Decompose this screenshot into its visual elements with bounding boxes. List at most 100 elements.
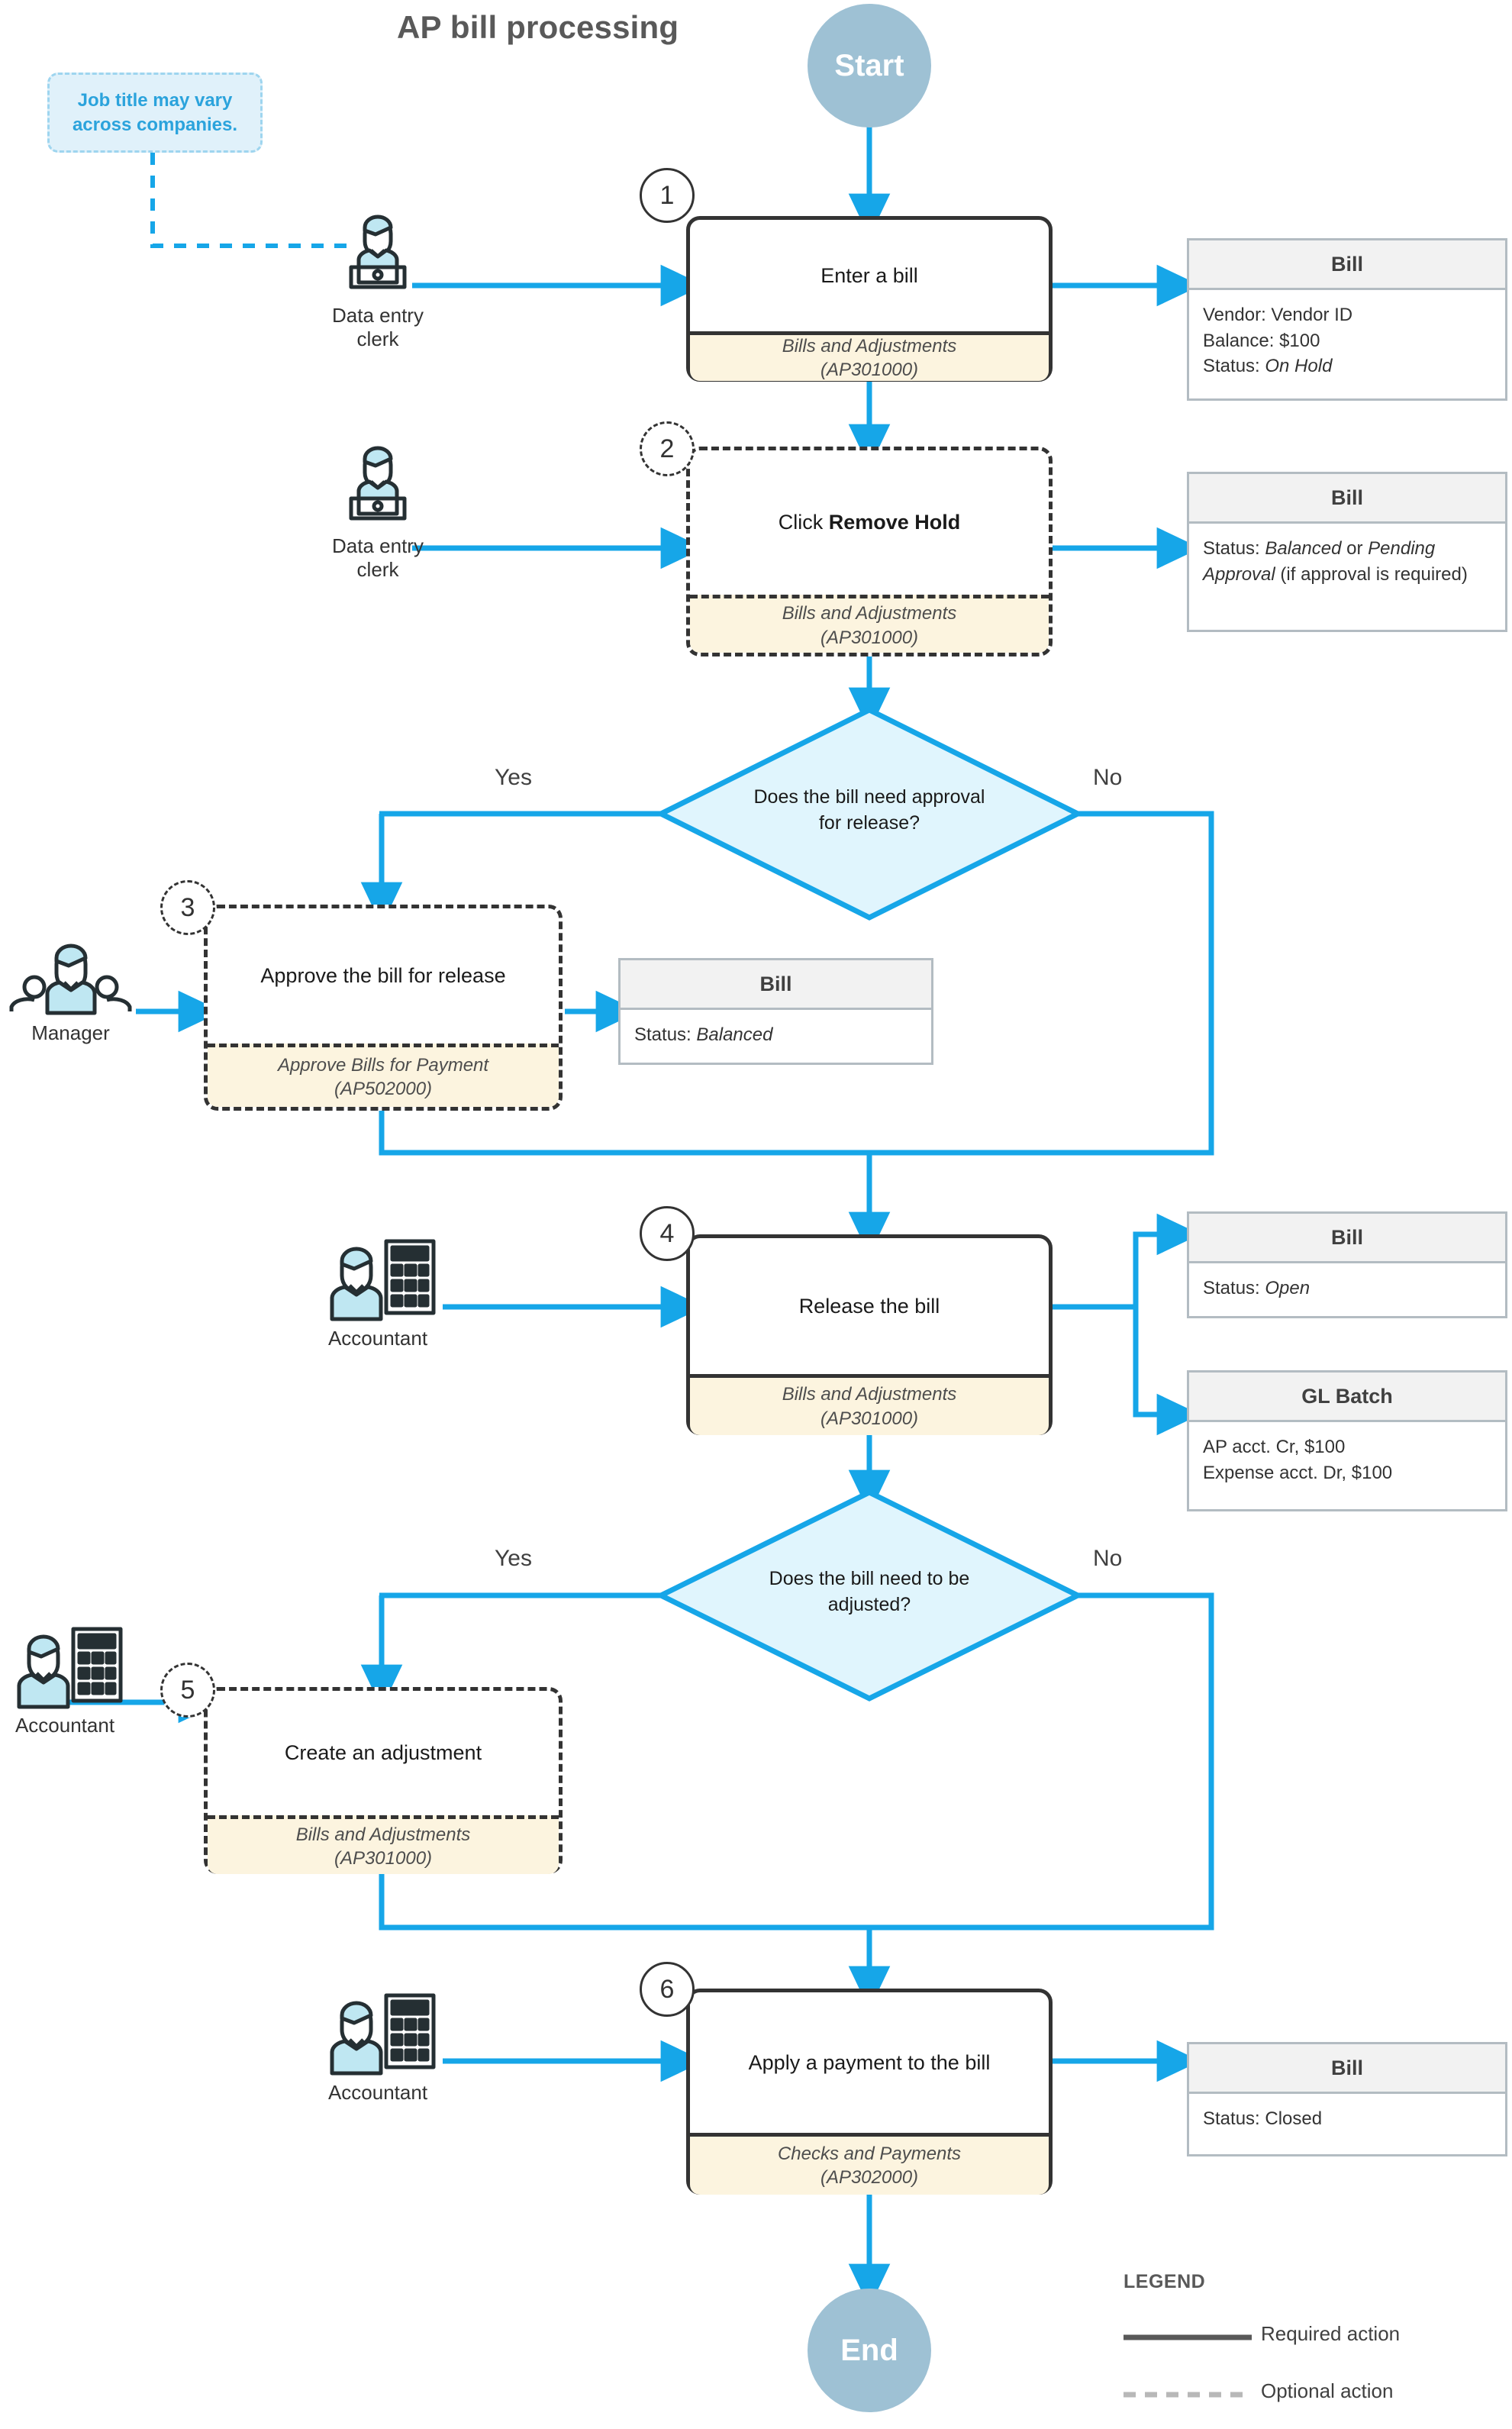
step-6-screen-name: Checks and Payments: [777, 2143, 962, 2164]
artifact-line: Status: Balanced or Pending Approval (if…: [1203, 538, 1468, 585]
artifact-card-bill-3: Bill Status: Balanced: [618, 958, 933, 1065]
artifact-card-bill-2: Bill Status: Balanced or Pending Approva…: [1187, 472, 1507, 632]
step-2-box[interactable]: Click Remove Hold Bills and Adjustments …: [686, 447, 1053, 656]
step-4-action: Release the bill: [798, 1294, 940, 1318]
step-5-screen-name: Bills and Adjustments: [295, 1824, 471, 1845]
step-2-screen-name: Bills and Adjustments: [782, 603, 957, 624]
artifact-card-title: Bill: [1189, 474, 1505, 524]
decision-1-yes-label: Yes: [495, 765, 532, 790]
step-4-box[interactable]: Release the bill Bills and Adjustments (…: [686, 1234, 1053, 1435]
step-1-action: Enter a bill: [820, 263, 918, 287]
artifact-line: Status: Closed: [1203, 2108, 1323, 2129]
step-5-screen-code: (AP301000): [334, 1848, 433, 1869]
step-6-box[interactable]: Apply a payment to the bill Checks and P…: [686, 1989, 1053, 2195]
artifact-line: Balance: $100: [1203, 330, 1320, 351]
role-label-text: Accountant: [15, 1714, 115, 1737]
step-1-number: 1: [659, 180, 675, 210]
callout-note: Job title may vary across companies.: [47, 73, 263, 153]
decision-1-text: Does the bill need approval for release?: [679, 785, 1060, 837]
step-2-action: Click Remove Hold: [690, 450, 1049, 595]
step-2-screen-code: (AP301000): [820, 627, 919, 648]
step-2-action-prefix: Click: [778, 511, 829, 534]
start-node: Start: [808, 4, 931, 127]
role-label-text: Data entry clerk: [332, 304, 424, 351]
artifact-card-title: Bill: [621, 960, 931, 1010]
artifact-card-body: AP acct. Cr, $100 Expense acct. Dr, $100: [1189, 1422, 1505, 1498]
role-label-text: Accountant: [327, 1327, 428, 1350]
artifact-card-body: Status: Balanced: [621, 1010, 931, 1060]
step-1-box[interactable]: Enter a bill Bills and Adjustments (AP30…: [686, 216, 1053, 382]
legend-required-swatch: [1124, 2334, 1252, 2340]
accountant-with-calculator-icon: [330, 1993, 436, 2076]
artifact-line: AP acct. Cr, $100: [1203, 1437, 1346, 1457]
artifact-card-title: Bill: [1189, 2044, 1505, 2094]
end-label: End: [840, 2333, 898, 2367]
artifact-card-title: GL Batch: [1189, 1373, 1505, 1422]
step-1-screen: Bills and Adjustments (AP301000): [690, 331, 1049, 381]
artifact-line: Status: On Hold: [1203, 356, 1333, 377]
artifact-card-gl-batch: GL Batch AP acct. Cr, $100 Expense acct.…: [1187, 1370, 1507, 1511]
step-3-screen-code: (AP502000): [334, 1079, 433, 1099]
decision-2-line2: adjusted?: [827, 1593, 911, 1615]
role-label-text: Manager: [31, 1021, 110, 1044]
artifact-line: Status: Balanced: [634, 1024, 773, 1045]
role-label-manager: Manager: [4, 1021, 137, 1045]
step-5-screen: Bills and Adjustments (AP301000): [208, 1815, 559, 1874]
step-3-screen-name: Approve Bills for Payment: [277, 1054, 489, 1076]
accountant-with-calculator-icon: [17, 1627, 123, 1709]
role-label-text: Accountant: [327, 2081, 428, 2104]
group-of-people-icon: [9, 944, 132, 1015]
legend-optional-swatch: [1124, 2392, 1252, 2398]
step-3-action: Approve the bill for release: [260, 964, 506, 987]
decision-1-line2: for release?: [818, 811, 920, 834]
legend-heading: LEGEND: [1124, 2271, 1206, 2292]
step-2-number: 2: [659, 434, 675, 463]
artifact-card-title: Bill: [1189, 240, 1505, 290]
artifact-card-title: Bill: [1189, 1214, 1505, 1263]
step-5-box[interactable]: Create an adjustment Bills and Adjustmen…: [204, 1687, 563, 1874]
legend-required-label: Required action: [1261, 2322, 1401, 2345]
step-3-box[interactable]: Approve the bill for release Approve Bil…: [204, 905, 563, 1111]
step-6-screen-code: (AP302000): [820, 2167, 919, 2188]
start-label: Start: [834, 48, 904, 82]
step-5-action: Create an adjustment: [284, 1741, 482, 1764]
artifact-line: Status: Open: [1203, 1278, 1311, 1298]
role-label-accountant-6: Accountant: [305, 2081, 450, 2105]
artifact-card-body: Status: Closed: [1189, 2094, 1505, 2144]
decision-2-line1: Does the bill need to be: [769, 1568, 970, 1589]
role-label-accountant-5: Accountant: [0, 1714, 137, 1737]
decision-2-no-label: No: [1093, 1546, 1123, 1571]
step-6-badge: 6: [640, 1962, 695, 2017]
artifact-line: Vendor: Vendor ID: [1203, 305, 1353, 325]
role-manager: [8, 927, 134, 1019]
step-3-number: 3: [180, 892, 195, 922]
decision-1-no-label: No: [1093, 765, 1123, 790]
step-1-screen-name: Bills and Adjustments: [782, 335, 957, 356]
step-4-screen-code: (AP301000): [820, 1408, 919, 1429]
step-2-action-bold: Remove Hold: [828, 511, 961, 534]
role-data-entry-clerk-2: [336, 439, 420, 531]
role-accountant-4: [313, 1231, 443, 1326]
legend-optional-label: Optional action: [1261, 2379, 1394, 2402]
step-4-badge: 4: [640, 1206, 695, 1261]
role-data-entry-clerk-1: [336, 208, 420, 299]
step-4-number: 4: [659, 1218, 675, 1248]
artifact-card-bill-1: Bill Vendor: Vendor ID Balance: $100 Sta…: [1187, 238, 1507, 401]
artifact-card-bill-4: Bill Status: Open: [1187, 1211, 1507, 1318]
step-6-screen: Checks and Payments (AP302000): [690, 2133, 1049, 2195]
step-4-screen-name: Bills and Adjustments: [782, 1384, 957, 1405]
decision-2-text: Does the bill need to be adjusted?: [679, 1566, 1060, 1618]
artifact-card-body: Status: Open: [1189, 1263, 1505, 1314]
role-label-clerk-2: Data entry clerk: [313, 534, 443, 582]
decision-1-line1: Does the bill need approval: [753, 786, 985, 808]
role-label-clerk-1: Data entry clerk: [313, 304, 443, 351]
step-5-badge: 5: [160, 1663, 215, 1718]
step-3-badge: 3: [160, 880, 215, 935]
step-5-number: 5: [180, 1675, 195, 1705]
step-6-number: 6: [659, 1974, 675, 2004]
step-2-screen: Bills and Adjustments (AP301000): [690, 595, 1049, 653]
step-3-screen: Approve Bills for Payment (AP502000): [208, 1044, 559, 1107]
accountant-with-calculator-icon: [330, 1239, 436, 1321]
step-4-screen: Bills and Adjustments (AP301000): [690, 1374, 1049, 1435]
artifact-card-body: Vendor: Vendor ID Balance: $100 Status: …: [1189, 290, 1505, 392]
